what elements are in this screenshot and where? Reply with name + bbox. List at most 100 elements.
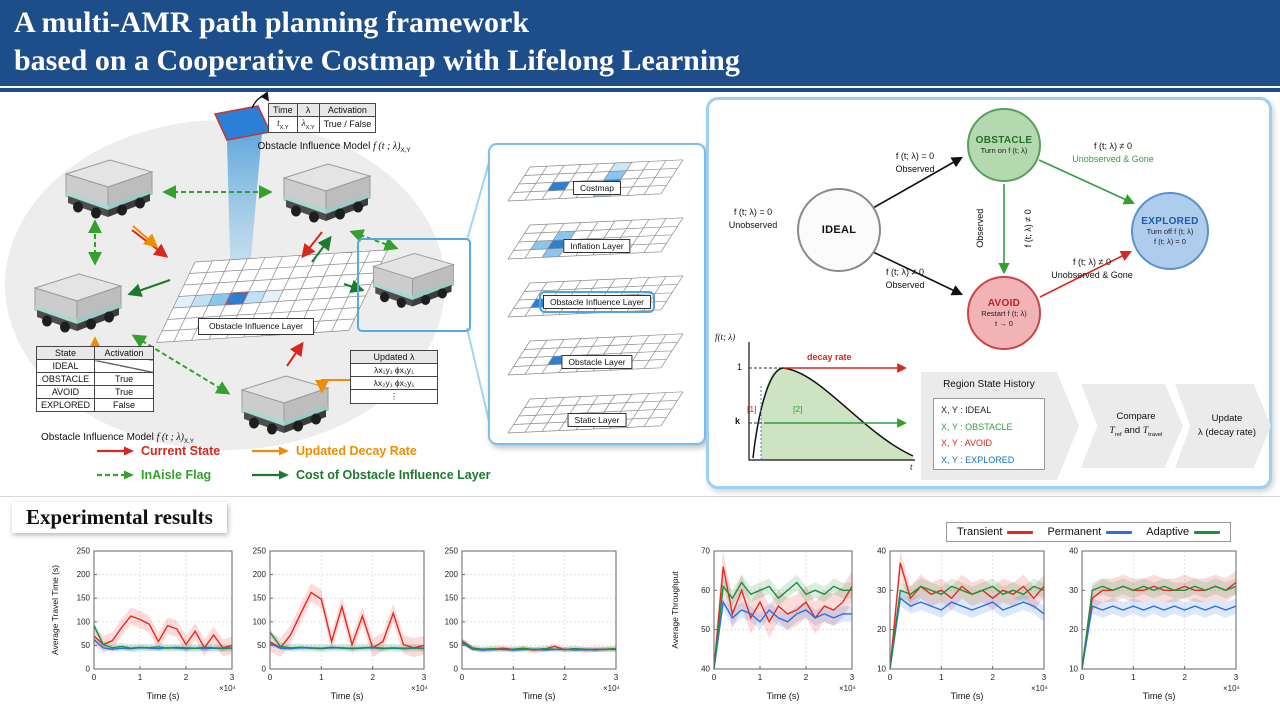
svg-text:Time (s): Time (s) bbox=[951, 691, 984, 701]
svg-text:20: 20 bbox=[877, 625, 886, 634]
results-heading: Experimental results bbox=[12, 502, 227, 533]
decay-xlabel: t bbox=[910, 462, 913, 472]
decay-rate-label: decay rate bbox=[807, 352, 852, 362]
legend-line-icon bbox=[1194, 530, 1221, 534]
svg-text:150: 150 bbox=[77, 594, 91, 603]
cell-to-table-arrow-icon bbox=[251, 91, 270, 109]
state-avoid: AVOID Restart f (t; λ) t → 0 bbox=[967, 276, 1041, 350]
arrow-icon bbox=[252, 446, 289, 456]
svg-text:100: 100 bbox=[253, 617, 267, 626]
svg-text:60: 60 bbox=[701, 586, 710, 595]
svg-text:Average Throughput: Average Throughput bbox=[670, 571, 680, 649]
decay-marker-1: [1] bbox=[747, 404, 757, 414]
svg-text:50: 50 bbox=[81, 641, 90, 650]
svg-text:200: 200 bbox=[253, 570, 267, 579]
legend-item-current-state: Current State bbox=[95, 444, 220, 458]
avoid-to-explored-arrow-icon bbox=[1039, 250, 1133, 298]
decay-curve-plot bbox=[748, 342, 915, 461]
obstacle-influence-layer-label: Obstacle Influence Layer bbox=[198, 318, 314, 335]
svg-text:250: 250 bbox=[445, 547, 459, 556]
svg-text:10: 10 bbox=[877, 665, 886, 674]
svg-text:200: 200 bbox=[77, 570, 91, 579]
svg-text:2: 2 bbox=[804, 673, 809, 682]
col-activation: Activation bbox=[94, 346, 155, 360]
updated-lambda-table: Updated λ λx₁y₁ ϕx₁y₁ λx₂y₁ ϕx₂y₁ ⋮ bbox=[350, 350, 438, 404]
svg-text:2: 2 bbox=[562, 673, 567, 682]
svg-text:3: 3 bbox=[614, 673, 619, 682]
svg-text:250: 250 bbox=[253, 547, 267, 556]
svg-text:1: 1 bbox=[319, 673, 324, 682]
cost-arrow-icon bbox=[343, 279, 365, 294]
svg-text:×10⁴: ×10⁴ bbox=[411, 684, 429, 693]
svg-text:2: 2 bbox=[370, 673, 375, 682]
arrow-icon bbox=[252, 470, 289, 480]
svg-text:Average Travel Time (s): Average Travel Time (s) bbox=[50, 565, 60, 655]
svg-text:Time (s): Time (s) bbox=[1143, 691, 1176, 701]
layer-label-costmap: Costmap bbox=[572, 181, 622, 195]
robot-interaction-arrows bbox=[88, 185, 399, 395]
label-obstacle-avoid-right: f (t; λ) ≠ 0 bbox=[1022, 209, 1033, 248]
svg-text:×10⁴: ×10⁴ bbox=[603, 684, 621, 693]
svg-text:30: 30 bbox=[1069, 586, 1078, 595]
update-step: Update λ (decay rate) bbox=[1175, 384, 1271, 468]
legend-adaptive: Adaptive bbox=[1146, 526, 1221, 538]
svg-text:40: 40 bbox=[877, 547, 886, 556]
svg-text:70: 70 bbox=[701, 547, 710, 556]
state-ideal: IDEAL bbox=[797, 188, 881, 272]
inaisle-flag-arrow-icon bbox=[131, 334, 231, 395]
col-state: State bbox=[35, 346, 96, 360]
svg-text:0: 0 bbox=[268, 673, 273, 682]
state-explored: EXPLORED bbox=[35, 398, 96, 412]
title-underline bbox=[0, 86, 1280, 88]
ideal-to-obstacle-arrow-icon bbox=[872, 156, 963, 209]
svg-text:0: 0 bbox=[92, 673, 97, 682]
decay-ylabel: f(t; λ) bbox=[715, 332, 736, 342]
svg-text:150: 150 bbox=[253, 594, 267, 603]
decay-rate-arrow-icon bbox=[132, 225, 159, 248]
svg-text:Time (s): Time (s) bbox=[147, 691, 180, 701]
svg-text:×10⁴: ×10⁴ bbox=[839, 684, 857, 693]
svg-text:3: 3 bbox=[422, 673, 427, 682]
legend-transient: Transient bbox=[957, 526, 1034, 538]
svg-text:2: 2 bbox=[184, 673, 189, 682]
svg-text:1: 1 bbox=[939, 673, 944, 682]
region-state-history-title: Region State History bbox=[943, 379, 1035, 390]
legend-line-icon bbox=[1007, 530, 1034, 534]
svg-text:0: 0 bbox=[262, 665, 267, 674]
svg-text:0: 0 bbox=[712, 673, 717, 682]
svg-text:0: 0 bbox=[460, 673, 465, 682]
obstacle-influence-model-table: Time λ Activation tX,Y λX,Y True / False bbox=[268, 103, 377, 133]
svg-text:1: 1 bbox=[138, 673, 143, 682]
legend-item-cost-of-layer: Cost of Obstacle Influence Layer bbox=[250, 468, 491, 482]
svg-text:50: 50 bbox=[701, 625, 710, 634]
legend-item-inaisle-flag: InAisle Flag bbox=[95, 468, 211, 482]
svg-text:×10⁴: ×10⁴ bbox=[219, 684, 237, 693]
svg-text:250: 250 bbox=[77, 547, 91, 556]
col-lambda: λ bbox=[296, 103, 320, 117]
state-avoid: AVOID bbox=[35, 385, 96, 399]
title-line-1: A multi-AMR path planning framework bbox=[14, 6, 530, 39]
svg-text:40: 40 bbox=[701, 665, 710, 674]
results-divider bbox=[0, 496, 1280, 497]
costmap-layer-stack: Costmap Inflation Layer Obstacle Influen… bbox=[488, 143, 706, 445]
svg-text:×10⁴: ×10⁴ bbox=[1223, 684, 1241, 693]
svg-text:3: 3 bbox=[1234, 673, 1239, 682]
svg-text:100: 100 bbox=[77, 617, 91, 626]
svg-text:10: 10 bbox=[1069, 665, 1078, 674]
svg-text:30: 30 bbox=[877, 586, 886, 595]
svg-text:3: 3 bbox=[230, 673, 235, 682]
svg-text:40: 40 bbox=[1069, 547, 1078, 556]
svg-text:2: 2 bbox=[1182, 673, 1187, 682]
svg-text:3: 3 bbox=[850, 673, 855, 682]
cost-arrow-icon bbox=[127, 279, 171, 297]
cell-lambda: λX,Y bbox=[296, 116, 320, 133]
